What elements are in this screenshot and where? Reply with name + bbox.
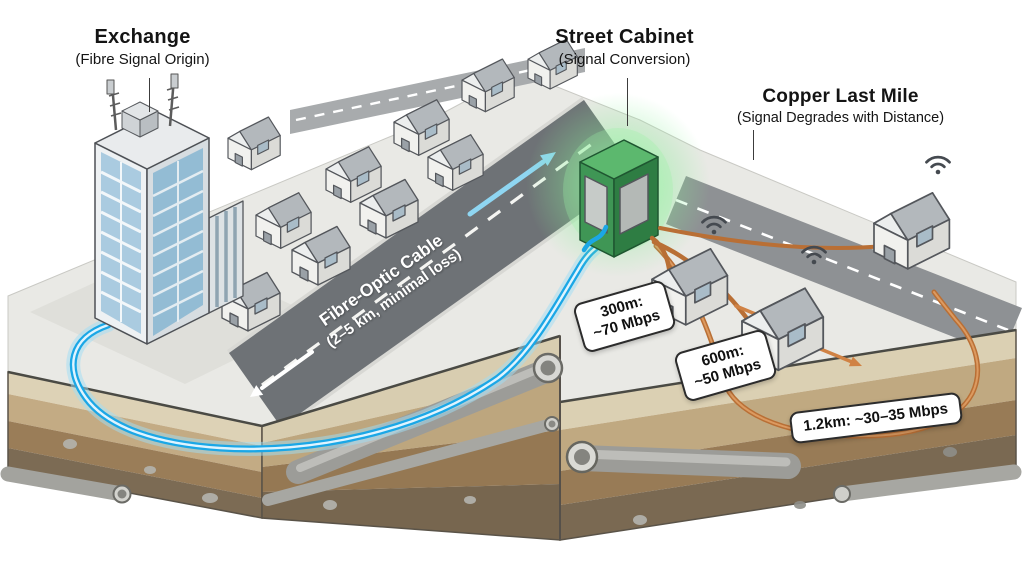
exchange-title: Exchange xyxy=(94,26,191,48)
copper-last-mile-subtitle: (Signal Degrades with Distance) xyxy=(736,110,945,126)
copper-last-mile-title: Copper Last Mile xyxy=(762,86,919,107)
fibre-optic-cable xyxy=(66,235,610,456)
antenna-mast-icon xyxy=(106,79,122,131)
street-cabinet-label: Street Cabinet (Signal Conversion) xyxy=(512,26,737,68)
right-road xyxy=(666,176,1022,356)
antenna-mast-icon xyxy=(166,73,180,127)
exchange-subtitle: (Fibre Signal Origin) xyxy=(75,51,210,68)
wifi-icon xyxy=(925,155,951,176)
label-connector-line xyxy=(627,78,628,126)
street-cabinet xyxy=(579,139,659,258)
callout-1200m-distance: 1.2km: xyxy=(802,412,852,435)
exchange-label: Exchange (Fibre Signal Origin) xyxy=(30,26,255,68)
fibre-entry-loop xyxy=(581,224,609,253)
road-arrow-white xyxy=(250,350,314,397)
copper-last-mile-label: Copper Last Mile (Signal Degrades with D… xyxy=(688,86,993,126)
callout-1200m-speed: ~30–35 Mbps xyxy=(853,400,949,429)
exchange-building xyxy=(94,73,244,345)
suburb-house xyxy=(227,116,281,171)
label-connector-line xyxy=(149,78,150,112)
street-cabinet-subtitle: (Signal Conversion) xyxy=(558,51,691,68)
soil-stones xyxy=(63,439,957,525)
back-road xyxy=(290,48,585,134)
label-connector-line xyxy=(753,130,754,160)
cabinet-door-panel xyxy=(619,173,649,235)
street-cabinet-title: Street Cabinet xyxy=(555,26,694,48)
cabinet-door-panel xyxy=(584,175,608,234)
